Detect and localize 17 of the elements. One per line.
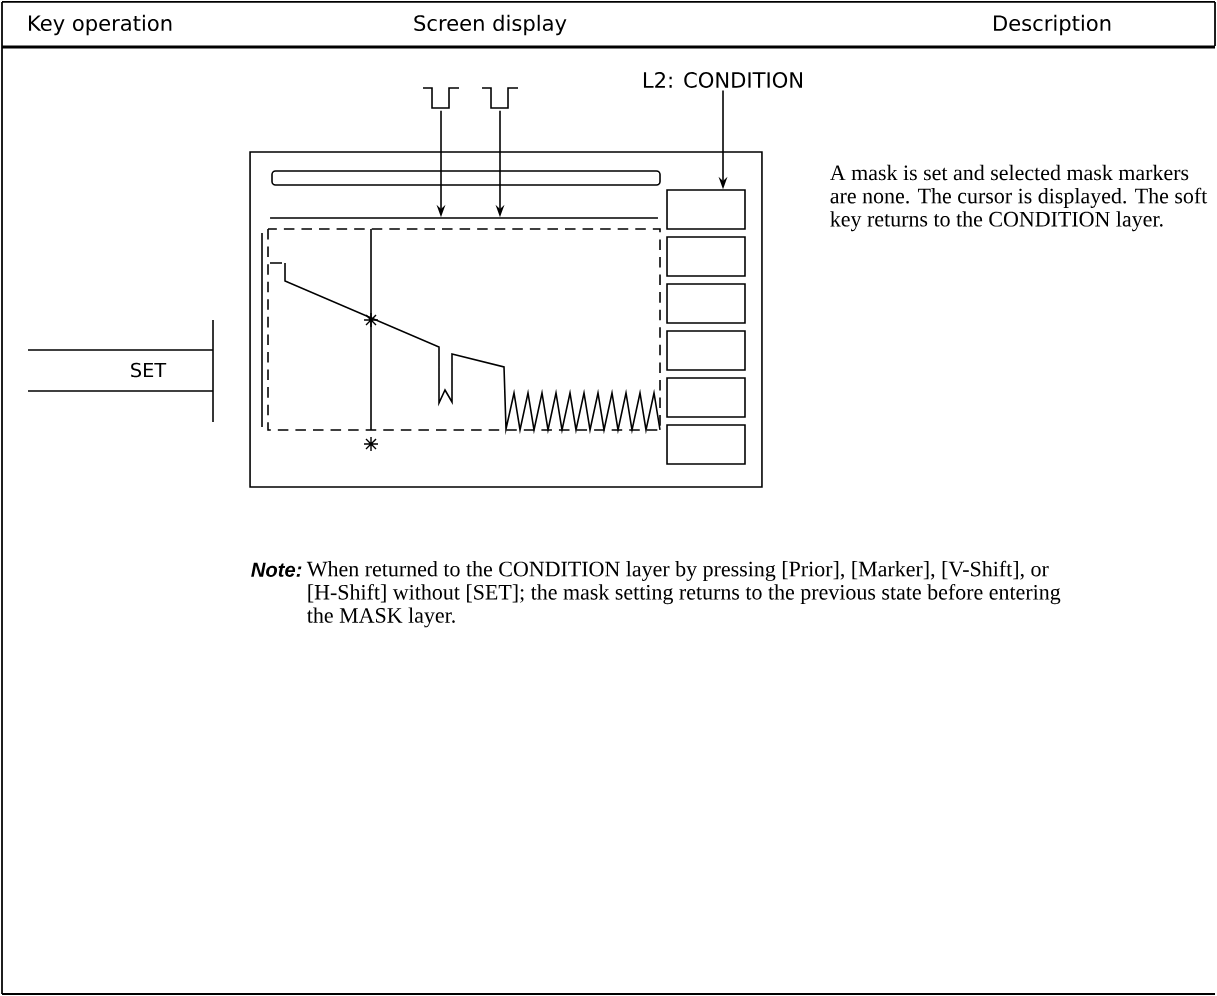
column-header: Screen display [414, 14, 567, 36]
soft-key-box [666, 283, 746, 324]
column-header: Description [994, 14, 1111, 36]
soft-key-box [666, 189, 746, 230]
column-header: Key operation [29, 14, 172, 36]
note-label: Note: [251, 562, 302, 577]
callout-label: L2: CONDITION [643, 72, 802, 88]
description-text: A mask is set and selected mask markers are none. The cursor is displayed. The soft key returns to the CONDITION layer. [830, 164, 1208, 232]
mask-marker-symbol [481, 87, 519, 109]
soft-key-box [666, 330, 746, 371]
note-text: When returned to the CONDITION layer by pressing [Prior], [Marker], [V-Shift], or [H-Shift] without [SET]; the mask setting returns to the previous state before entering the MASK layer. [306, 560, 1061, 628]
mask-marker-symbol [422, 87, 460, 109]
soft-key-box [666, 236, 746, 277]
soft-key-box [666, 377, 746, 418]
marker-line [269, 217, 659, 219]
soft-key-box [666, 424, 746, 465]
screen-frame [249, 151, 763, 488]
